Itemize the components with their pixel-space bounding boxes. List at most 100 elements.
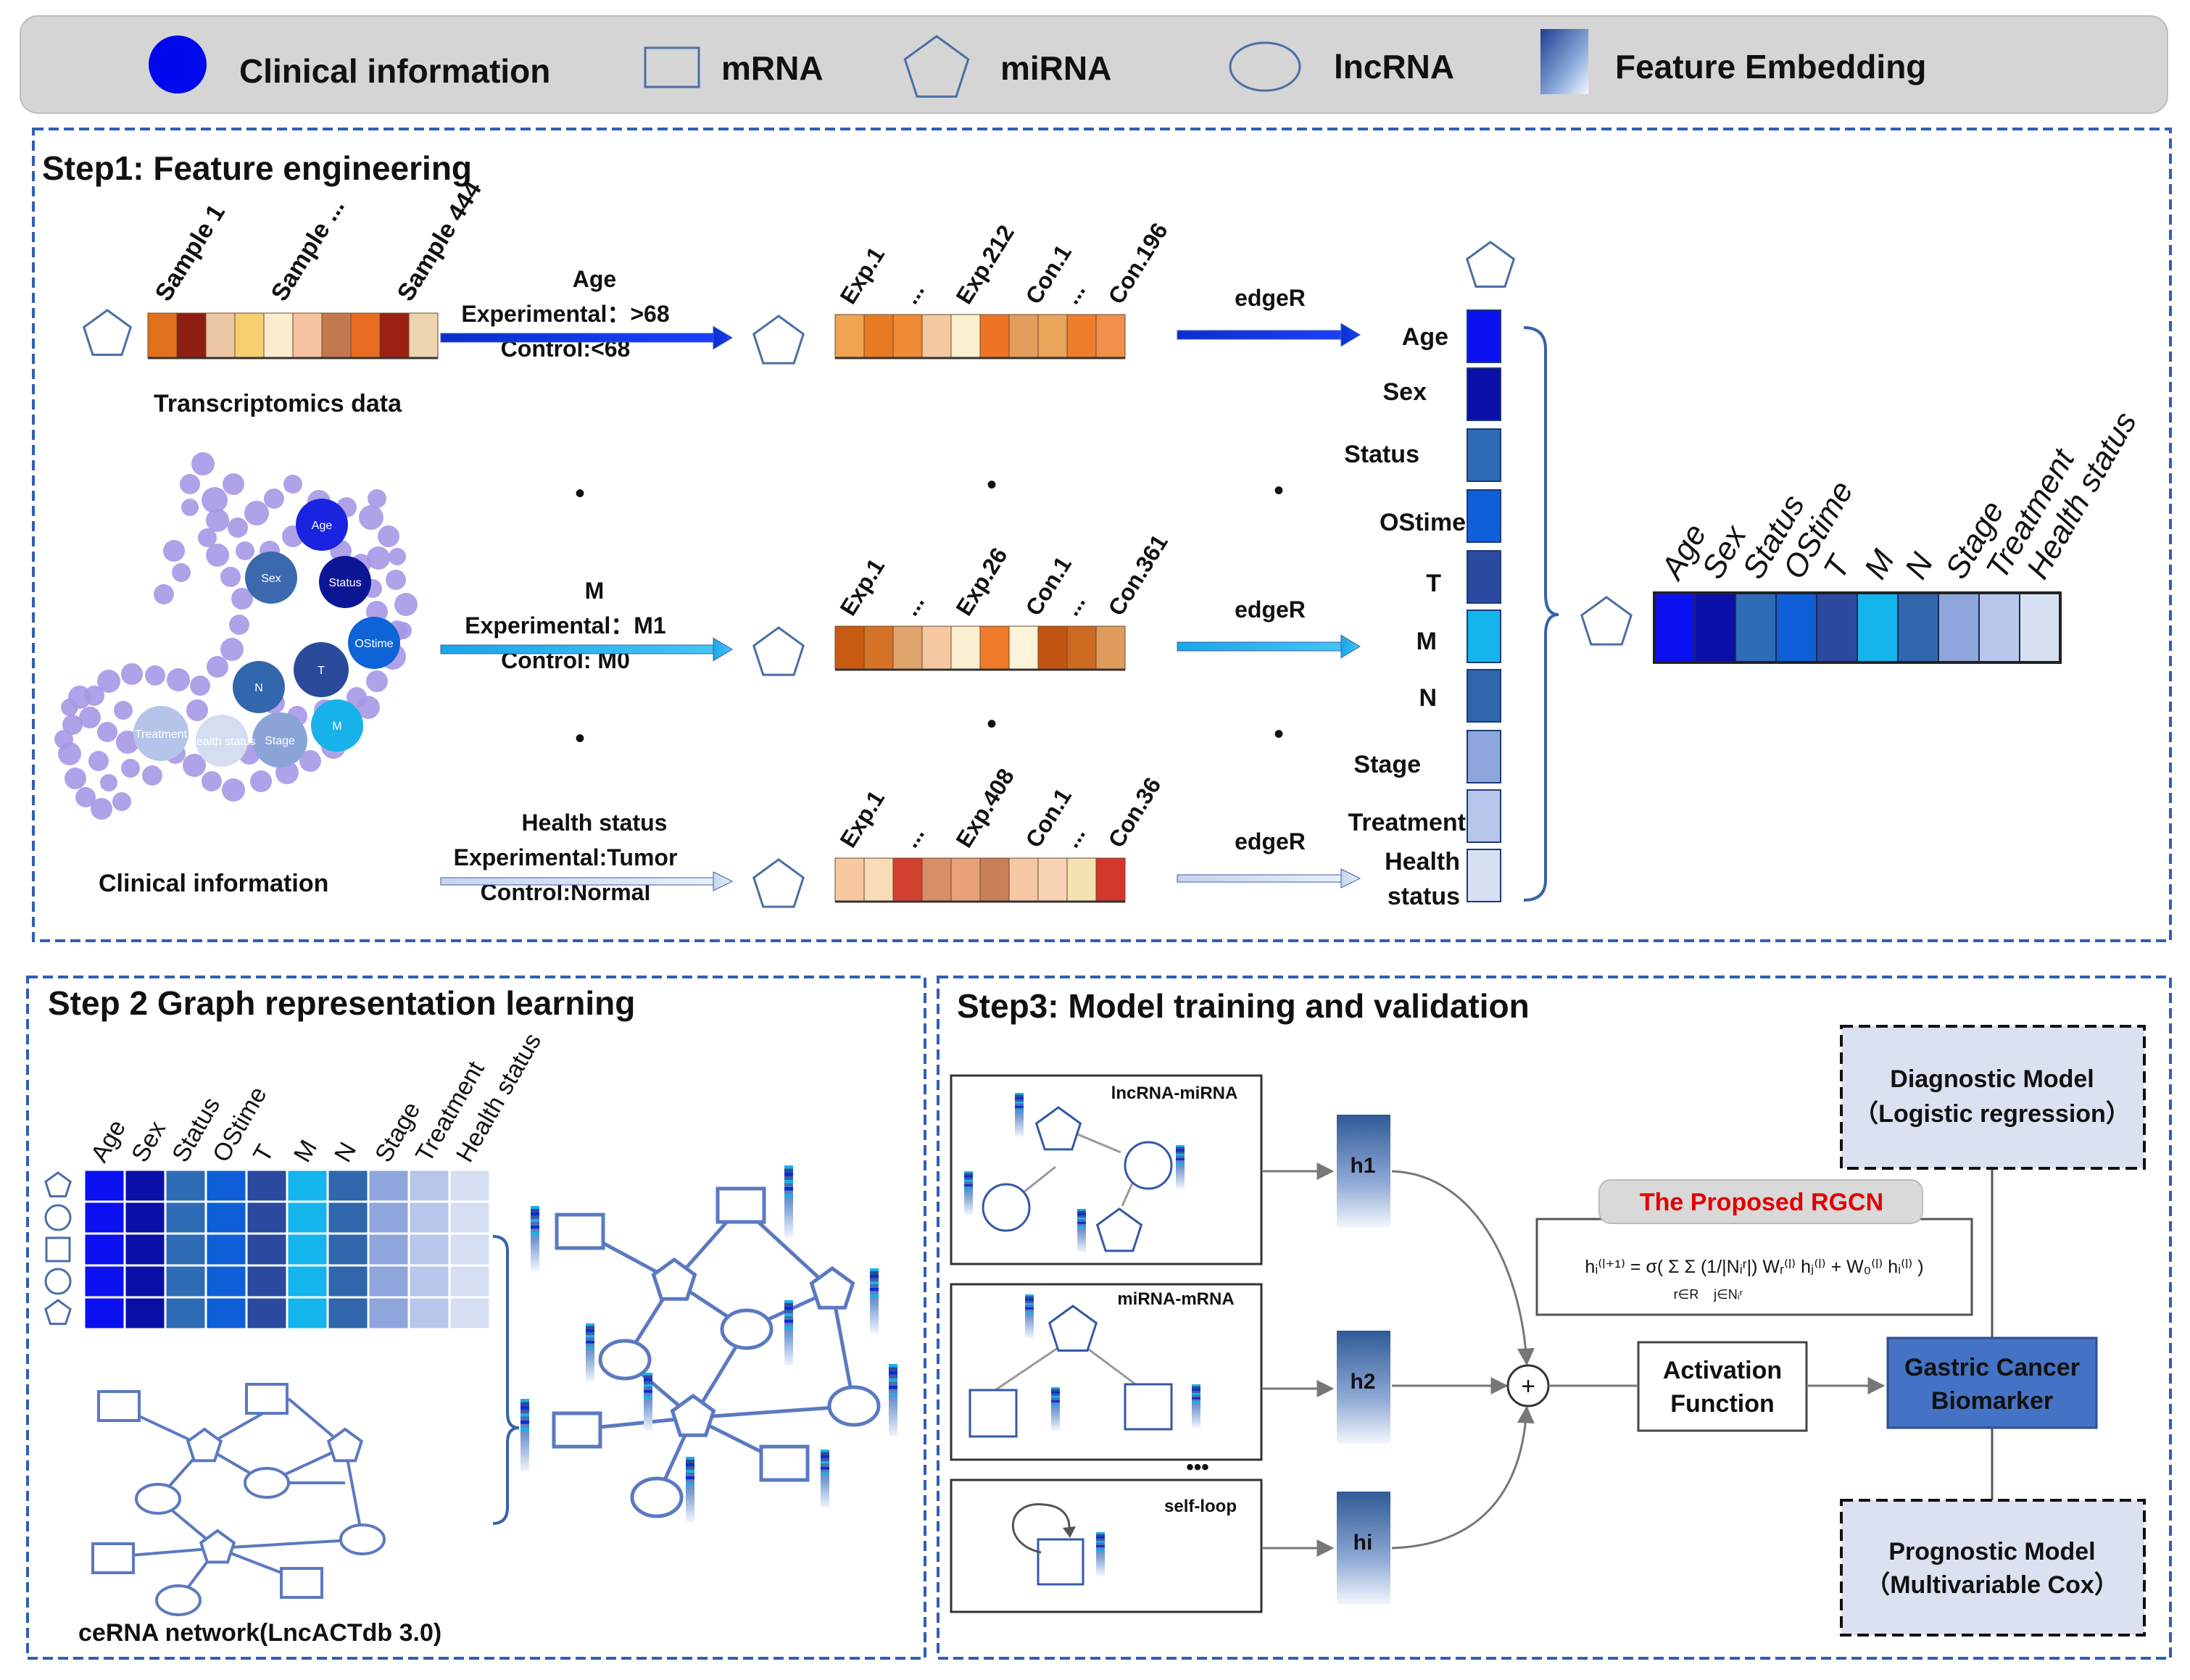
bubble bbox=[186, 699, 208, 721]
expression-cell bbox=[863, 314, 894, 359]
embedding-bar-fill bbox=[870, 1268, 879, 1334]
embedding-bar-fill bbox=[1192, 1384, 1200, 1428]
matrix-cell bbox=[326, 1200, 370, 1235]
embedding-bar-stripe bbox=[531, 1213, 539, 1216]
matrix-cell bbox=[367, 1168, 410, 1203]
bubble bbox=[283, 475, 302, 494]
matrix-cell bbox=[448, 1296, 491, 1331]
combined-feature-block bbox=[1857, 592, 1899, 663]
embedding-bar-stripe bbox=[889, 1364, 897, 1368]
h-embedding-label: hi bbox=[1353, 1531, 1373, 1555]
lncrna-ellipse-icon bbox=[1229, 41, 1301, 92]
network-edge bbox=[217, 1538, 363, 1550]
graph-brace bbox=[492, 1235, 520, 1525]
embedding-bar-stripe bbox=[1192, 1397, 1200, 1400]
arrow-head bbox=[713, 325, 733, 350]
arrow-shaft bbox=[440, 333, 717, 343]
matrix-cell bbox=[326, 1296, 370, 1331]
matrix-cell bbox=[245, 1200, 289, 1235]
matrix-cell bbox=[83, 1168, 126, 1203]
row-mirna-pentagon-icon bbox=[44, 1171, 72, 1198]
legend-mrna-label: mRNA bbox=[721, 49, 824, 87]
ellipsis-dot: • bbox=[575, 723, 585, 754]
embedding-bar-stripe bbox=[784, 1173, 793, 1176]
embedding-bar-fill bbox=[784, 1165, 793, 1238]
arrow-head bbox=[1340, 868, 1361, 889]
matrix-cell bbox=[286, 1200, 329, 1235]
clinical-bubble-label: M bbox=[332, 720, 341, 733]
expression-cell bbox=[1066, 314, 1097, 359]
embedding-bar-stripe bbox=[644, 1396, 652, 1399]
cerna-network bbox=[91, 1383, 386, 1616]
embedding-bar-stripe bbox=[520, 1406, 529, 1410]
embedding-bar-stripe bbox=[1051, 1400, 1060, 1402]
expression-cell bbox=[1037, 625, 1068, 670]
self-loop-edge bbox=[1012, 1503, 1071, 1554]
embedding-bar-stripe bbox=[1025, 1303, 1034, 1305]
matrix-cell bbox=[123, 1168, 167, 1203]
feature-color-block bbox=[1467, 428, 1501, 482]
expression-cell bbox=[1037, 857, 1068, 902]
lncrna-node bbox=[598, 1339, 652, 1381]
matrix-cell bbox=[448, 1200, 491, 1235]
matrix-cell bbox=[164, 1264, 207, 1299]
expression-cell bbox=[979, 314, 1010, 359]
combined-feature-block bbox=[1938, 592, 1980, 663]
clinical-bubble-label: Stage bbox=[265, 735, 295, 747]
edger-label: edgeR bbox=[1235, 596, 1306, 623]
graph-edge bbox=[1121, 1179, 1135, 1207]
bubble bbox=[202, 771, 222, 791]
bubble bbox=[100, 774, 117, 791]
matrix-cell bbox=[204, 1168, 248, 1203]
arrow-shaft bbox=[440, 877, 717, 886]
expression-cell bbox=[950, 857, 981, 902]
embedding-bar-stripe bbox=[784, 1313, 793, 1317]
ellipsis-dot: • bbox=[575, 478, 585, 510]
row-mrna-square-icon bbox=[45, 1236, 71, 1263]
rgcn-title-badge bbox=[1598, 1179, 1923, 1224]
bubble bbox=[244, 501, 269, 525]
embedding-bar-fill bbox=[964, 1171, 973, 1215]
expression-cell bbox=[950, 625, 981, 670]
embedding-bar-stripe bbox=[964, 1171, 973, 1173]
matrix-cell bbox=[326, 1232, 370, 1267]
embedding-bar-stripe bbox=[1015, 1097, 1024, 1099]
embedding-bar-icon bbox=[586, 1323, 594, 1381]
embedding-bar-stripe bbox=[784, 1194, 793, 1198]
embedding-bar-stripe bbox=[531, 1206, 539, 1210]
group-row: Health statusExperimental:TumorControl:N… bbox=[440, 764, 1361, 908]
embedding-bar-stripe bbox=[1025, 1312, 1034, 1314]
embedding-bar-icon bbox=[1015, 1093, 1024, 1136]
combined-mirna-pentagon-icon bbox=[1580, 596, 1633, 646]
embedding-bar-icon bbox=[1096, 1532, 1105, 1576]
feature-color-block bbox=[1467, 789, 1501, 843]
matrix-cell bbox=[83, 1296, 126, 1331]
matrix-cell bbox=[407, 1264, 451, 1299]
mirna-node bbox=[186, 1427, 223, 1463]
embedding-bar-icon bbox=[964, 1171, 973, 1215]
embedding-bar-stripe bbox=[586, 1323, 594, 1326]
edger-label: edgeR bbox=[1235, 828, 1306, 854]
arrow-head bbox=[713, 871, 734, 891]
feature-name-label: M bbox=[1417, 628, 1437, 655]
rgcn-title: The Proposed RGCN bbox=[1640, 1189, 1883, 1216]
embedding-bar-icon bbox=[520, 1399, 529, 1471]
row-lncrna-circle-icon bbox=[44, 1268, 72, 1295]
cerna-network-label: ceRNA network(LncACTdb 3.0) bbox=[78, 1619, 441, 1647]
relation-label: lncRNA-miRNA bbox=[1111, 1084, 1238, 1103]
lncrna-mirna-graph bbox=[964, 1093, 1185, 1252]
embedding-bar-stripe bbox=[1192, 1389, 1200, 1391]
embedding-bar-fill bbox=[1015, 1093, 1024, 1136]
bubble bbox=[367, 546, 390, 570]
embedding-bar-stripe bbox=[1096, 1550, 1105, 1552]
feature-color-block bbox=[1467, 669, 1501, 723]
step1-title: Step1: Feature engineering bbox=[42, 149, 472, 187]
step2-panel: Step 2 Graph representation learning Age… bbox=[26, 976, 926, 1660]
embedding-bar-stripe bbox=[1096, 1532, 1105, 1534]
embedding-bar-stripe bbox=[1192, 1384, 1200, 1386]
arrow-head bbox=[713, 637, 733, 662]
bubble bbox=[79, 707, 101, 728]
sample-cell bbox=[292, 312, 323, 359]
bubble bbox=[142, 765, 162, 786]
bubble bbox=[236, 541, 254, 560]
